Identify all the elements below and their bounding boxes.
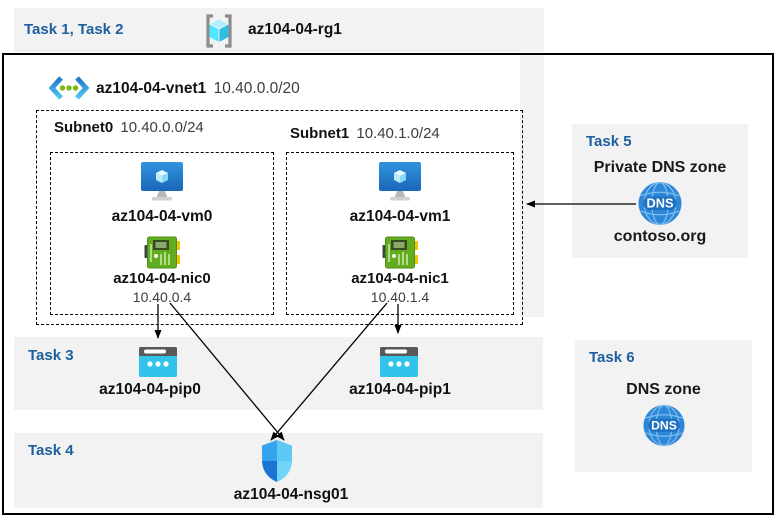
vnet-name: az104-04-vnet1: [96, 80, 207, 97]
dns-zone-title: DNS zone: [626, 381, 701, 398]
vm0-icon: [141, 162, 183, 201]
task5-panel: Task 5 Private DNS zone DNS contoso.org: [572, 124, 748, 258]
vm0-label: az104-04-vm0: [111, 208, 213, 225]
private-dns-icon: DNS: [638, 181, 682, 226]
vm1-label: az104-04-vm1: [349, 208, 451, 225]
subnet1-box: az104-04-vm1 az104-04-nic1 10.40.1.4: [286, 152, 514, 315]
subnet0-box: az104-04-vm0 az104-04-nic0 10.40.0.4: [50, 152, 274, 315]
nic1-ip: 10.40.1.4: [370, 289, 430, 305]
nic0-ip: 10.40.0.4: [132, 289, 192, 305]
nic0-icon: [144, 236, 180, 269]
virtual-network-icon: [48, 76, 90, 100]
subnet0-name: Subnet0: [54, 119, 114, 136]
private-dns-icon-text: DNS: [647, 196, 674, 211]
task6-label: Task 6: [589, 349, 635, 366]
pip1-label: az104-04-pip1: [349, 381, 451, 398]
private-dns-zone-title: Private DNS zone: [593, 159, 727, 176]
subnet1-title: Subnet1 10.40.1.0/24: [290, 125, 440, 142]
subnet1-name: Subnet1: [290, 125, 350, 142]
subnet0-cidr: 10.40.0.0/24: [120, 119, 204, 136]
nic1-icon: [382, 236, 418, 269]
pip0-label: az104-04-pip0: [99, 381, 201, 398]
pip1-icon: [380, 347, 418, 377]
task1-2-label: Task 1, Task 2: [24, 21, 124, 38]
task1-2-band: Task 1, Task 2 az104-04-rg1: [14, 8, 544, 52]
vm1-icon: [379, 162, 421, 201]
subnet0-title: Subnet0 10.40.0.0/24: [54, 119, 204, 136]
dns-zone-icon: DNS: [642, 404, 685, 447]
nic0-label: az104-04-nic0: [113, 270, 211, 287]
vnet-cidr: 10.40.0.0/20: [213, 80, 300, 97]
gray-strip: [520, 55, 544, 317]
task4-label: Task 4: [28, 442, 74, 459]
resource-group-icon: [206, 14, 232, 48]
nsg-shield-icon: [262, 440, 292, 482]
nsg-label: az104-04-nsg01: [233, 486, 349, 503]
subnet1-cidr: 10.40.1.0/24: [356, 125, 440, 142]
task3-band: Task 3 az104-04-pip0 az104-04-pip1: [14, 337, 543, 410]
private-dns-zone-name: contoso.org: [613, 228, 707, 245]
task4-band: Task 4 az104-04-nsg01: [14, 433, 543, 508]
task5-label: Task 5: [586, 133, 632, 150]
vnet-title: az104-04-vnet1 10.40.0.0/20: [96, 80, 300, 98]
resource-group-name: az104-04-rg1: [248, 21, 342, 38]
task3-label: Task 3: [28, 347, 74, 364]
pip0-icon: [139, 347, 177, 377]
dns-zone-icon-text: DNS: [651, 418, 677, 432]
nic1-label: az104-04-nic1: [351, 270, 449, 287]
task6-panel: Task 6 DNS zone DNS: [575, 340, 752, 472]
